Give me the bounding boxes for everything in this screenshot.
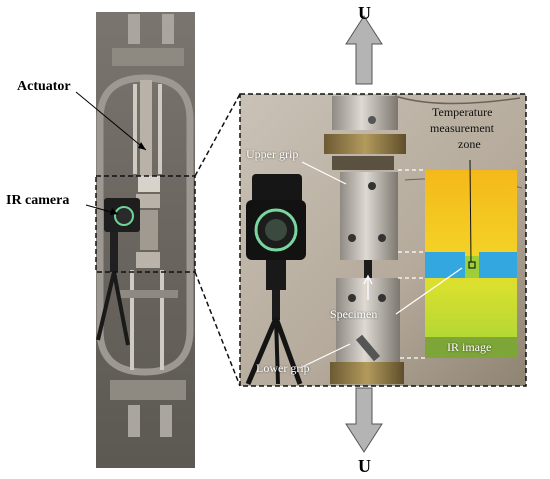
tripod-column: [272, 290, 280, 320]
column-left: [133, 84, 137, 174]
actuator-label: Actuator: [17, 79, 71, 94]
lower-grip-pin: [355, 334, 381, 362]
lower-grip-block: [136, 252, 160, 268]
ir-specimen-neck: [465, 256, 479, 278]
temp-zone-label-line1: Temperature: [432, 105, 493, 119]
ir-camera-pointer-head: [110, 208, 118, 215]
upper-grip-pointer: [301, 161, 347, 185]
zoom-connector-top: [194, 93, 241, 177]
tripod-head-small: [110, 232, 118, 272]
actuator-pointer-head: [138, 142, 146, 150]
load-label-bottom: U: [358, 456, 371, 476]
actuator-rod: [140, 80, 152, 176]
temp-zone-label-line3: zone: [458, 137, 481, 151]
temp-zone-label-line2: measurement: [430, 121, 494, 135]
tripod-head: [266, 260, 286, 290]
upper-grip-base: [332, 156, 394, 170]
specimen-label: Specimen: [330, 307, 378, 321]
tripod-leg-2: [273, 317, 303, 385]
ir-band-left: [425, 252, 465, 278]
tripod-leg-3: [274, 317, 280, 385]
ir-measurement-spot: [468, 261, 476, 269]
upper-grip-label: Upper grip: [246, 147, 299, 161]
lower-crossbar: [118, 290, 178, 298]
ir-image-caption-bar: [425, 337, 517, 358]
load-arrow-up: [345, 15, 383, 85]
top-plate: [112, 48, 184, 66]
load-label-top: U: [358, 3, 371, 23]
tripod-leg-1: [245, 317, 279, 385]
upper-knurled-ring: [324, 134, 406, 154]
bottom-clamp-left: [128, 405, 140, 437]
tripod-leg-small-1: [96, 271, 116, 341]
upper-grip-small: [138, 176, 160, 192]
upper-actuator-cylinder: [332, 96, 398, 130]
zoom-connector-bottom: [194, 271, 241, 387]
specimen-bar: [364, 260, 372, 278]
bottom-clamp-right: [160, 405, 172, 437]
ir-camera-lens-inner: [265, 219, 287, 241]
frame-ring: [96, 74, 194, 376]
ir-camera-lens-small: [114, 206, 134, 226]
zoom-region: [95, 175, 196, 273]
lower-column-right: [160, 270, 164, 370]
lower-knurled-ring: [330, 362, 404, 384]
lower-column-left: [130, 270, 134, 370]
lower-grip-pointer: [299, 343, 351, 369]
ir-image-label: IR image: [447, 340, 492, 354]
tripod-leg-small-2: [112, 271, 130, 346]
cable-1: [394, 95, 521, 105]
lower-grip-screw-right: [378, 294, 386, 302]
detail-photo-border: [239, 93, 527, 387]
load-arrow-down: [345, 387, 383, 453]
top-clamp-left: [128, 14, 140, 44]
ir-camera-label: IR camera: [6, 193, 70, 208]
upper-grip-screw-top: [368, 182, 376, 190]
frame-photo: [95, 12, 196, 468]
lower-grip-screw-left: [348, 294, 356, 302]
lower-grip-label: Lower grip: [256, 361, 310, 375]
upper-grip-screw-left: [348, 234, 356, 242]
column-right: [158, 84, 162, 174]
cylinder-screw: [368, 116, 376, 124]
actuator-pointer: [75, 91, 147, 151]
specimen-arrowhead: [363, 274, 373, 285]
top-clamp-right: [162, 14, 174, 44]
upper-grip-screw-right: [378, 234, 386, 242]
ir-band-right: [479, 252, 517, 278]
upper-grip-block: [136, 194, 160, 208]
detail-photo: [239, 93, 527, 387]
specimen-stack: [140, 210, 158, 250]
temp-zone-pointer: [469, 159, 472, 263]
bottom-plate: [110, 380, 186, 400]
specimen-pointer: [395, 267, 463, 315]
